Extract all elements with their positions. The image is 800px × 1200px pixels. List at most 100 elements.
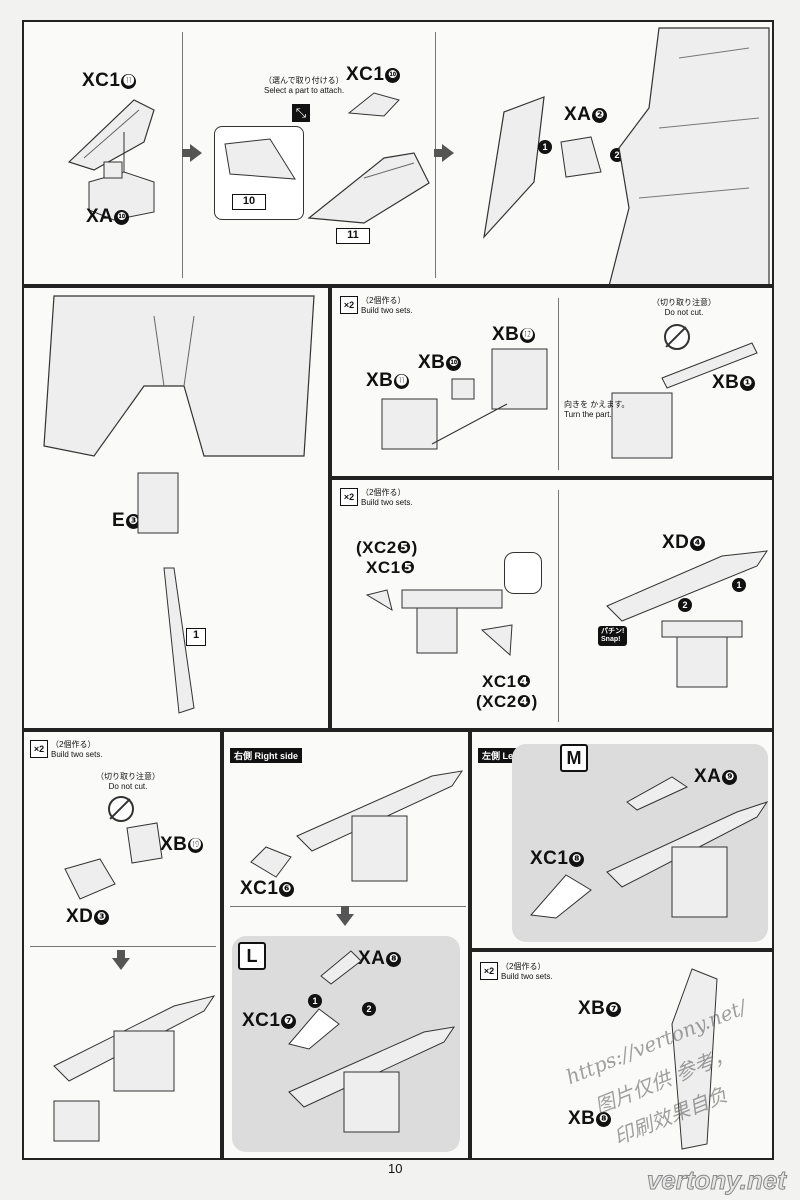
part-code: XB (160, 834, 188, 855)
part-code: XC1 (346, 64, 385, 85)
snap-jp: パチン! (601, 628, 625, 635)
part-code: XB (492, 324, 520, 345)
variant-letter: L (246, 946, 258, 966)
snap-en: Snap! (601, 636, 621, 643)
variant-letter: M (566, 748, 582, 768)
xc16-part-illustration (250, 846, 292, 878)
xb19-part-illustration (126, 822, 163, 864)
variant-m-badge: M (560, 744, 588, 772)
x2-note-jp: （2個作る） (501, 962, 546, 971)
xa9-part-illustration (626, 776, 689, 811)
sprue-number: 10 (242, 195, 256, 207)
part-code: XA (564, 104, 592, 125)
side-jp: 左側 (482, 751, 501, 761)
part-code: XC1 (530, 848, 569, 869)
step-number: 2 (682, 600, 688, 610)
xc17-part-illustration (288, 1008, 340, 1050)
sprue-number: 1 (192, 629, 200, 641)
part-number: ❹ (690, 536, 706, 551)
x2-note-jp: （2個作る） (51, 740, 96, 749)
panel-divider (30, 946, 216, 947)
l-assembled-illustration (288, 1026, 456, 1133)
step-marker-1: 1 (732, 578, 746, 592)
part-number: ❿ (114, 210, 130, 225)
part-number: ❸ (126, 514, 142, 529)
part-number: ⓬ (520, 328, 536, 343)
xd3-assembled-illustration (53, 995, 216, 1142)
sprue-tag-11: 11 (336, 228, 370, 244)
zoom-callout (504, 552, 542, 594)
part-number: ❻ (279, 882, 295, 897)
do-not-cut-jp: （切り取り注意） (96, 772, 160, 781)
part-number: ❾ (722, 770, 738, 785)
next-step-arrow (112, 950, 130, 970)
side-en: Right side (254, 751, 299, 761)
part-code: XB (366, 370, 394, 391)
blade-part-illustration (483, 96, 545, 239)
xb-assembled-illustration (611, 342, 758, 459)
page-number: 10 (388, 1161, 403, 1176)
x2-note: （2個作る）Build two sets. (361, 488, 413, 508)
part-number: ❽ (386, 952, 402, 967)
part-number: ❿ (446, 356, 462, 371)
part-code: XA (358, 948, 386, 969)
rod-part-illustration (163, 567, 195, 714)
x2-note-jp: （2個作る） (361, 296, 406, 305)
part-code: XD (662, 532, 690, 553)
part-number: ❼ (281, 1014, 297, 1029)
do-not-cut-jp: （切り取り注意） (652, 298, 716, 307)
step-panel-xd3: ×2 （2個作る）Build two sets. （切り取り注意）Do not … (22, 730, 222, 1160)
panel-divider (558, 490, 559, 722)
next-step-arrow (434, 144, 454, 162)
xc18-part-illustration (529, 874, 592, 919)
x2-icon: ×2 (340, 296, 358, 314)
part-label-xc25: (XC2❺) (356, 538, 418, 557)
x2-note-jp: （2個作る） (361, 488, 406, 497)
part-number: ❽ (569, 852, 585, 867)
part-number: ❽ (596, 1112, 612, 1127)
select-note-jp: （選んで取り付ける） (264, 76, 344, 85)
part-code: XA (86, 206, 114, 227)
fin-assembled-illustration (307, 152, 430, 224)
step-number: 2 (366, 1004, 372, 1014)
x2-icon: ×2 (340, 488, 358, 506)
next-step-arrow (336, 906, 354, 926)
part-code: XB (568, 1108, 596, 1129)
xa8-part-illustration (320, 950, 362, 985)
next-step-arrow (182, 144, 202, 162)
xd-assembly-illustration (606, 550, 769, 688)
part-number: ⓫ (394, 374, 410, 389)
turn-part-en: Turn the part. (564, 410, 612, 419)
part-number: ❸ (94, 910, 110, 925)
step-marker-1: 1 (308, 994, 322, 1008)
part-code: E (112, 510, 126, 531)
part-code: XB (712, 372, 740, 393)
part-code: XC1 (240, 878, 279, 899)
part-code: XB (418, 352, 446, 373)
x2-note: （2個作る）Build two sets. (361, 296, 413, 316)
x2-note: （2個作る）Build two sets. (501, 962, 553, 982)
panel-divider (558, 298, 559, 470)
part-code: XB (578, 998, 606, 1019)
do-not-cut-icon (664, 324, 690, 350)
do-not-cut-en: Do not cut. (664, 308, 704, 317)
x2-note: （2個作る）Build two sets. (51, 740, 103, 760)
build-two-sets: ×2 （2個作る）Build two sets. (340, 488, 413, 508)
select-icon: ⤡ (292, 104, 310, 122)
part-code: XA (694, 766, 722, 787)
part-number: ⓫ (121, 74, 137, 89)
